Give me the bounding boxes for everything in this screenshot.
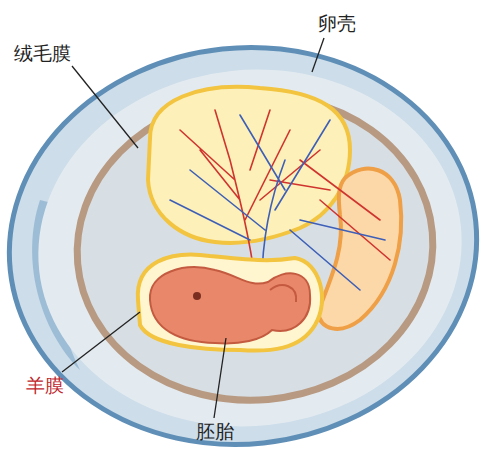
amnion-label: 羊膜 [26, 374, 64, 397]
embryo [150, 267, 310, 343]
leader-lines [62, 38, 324, 418]
embryo-tail [270, 285, 296, 302]
amnion [138, 255, 322, 351]
shell-label: 卵壳 [318, 12, 356, 35]
egg-shell [0, 25, 485, 457]
allantois [148, 87, 350, 243]
embryo-label: 胚胎 [196, 420, 234, 443]
embryo-eye [193, 292, 201, 300]
chorion [64, 81, 445, 415]
yolk-sac [318, 169, 401, 329]
albumen [21, 49, 480, 447]
chorion-label: 绒毛膜 [14, 42, 71, 65]
